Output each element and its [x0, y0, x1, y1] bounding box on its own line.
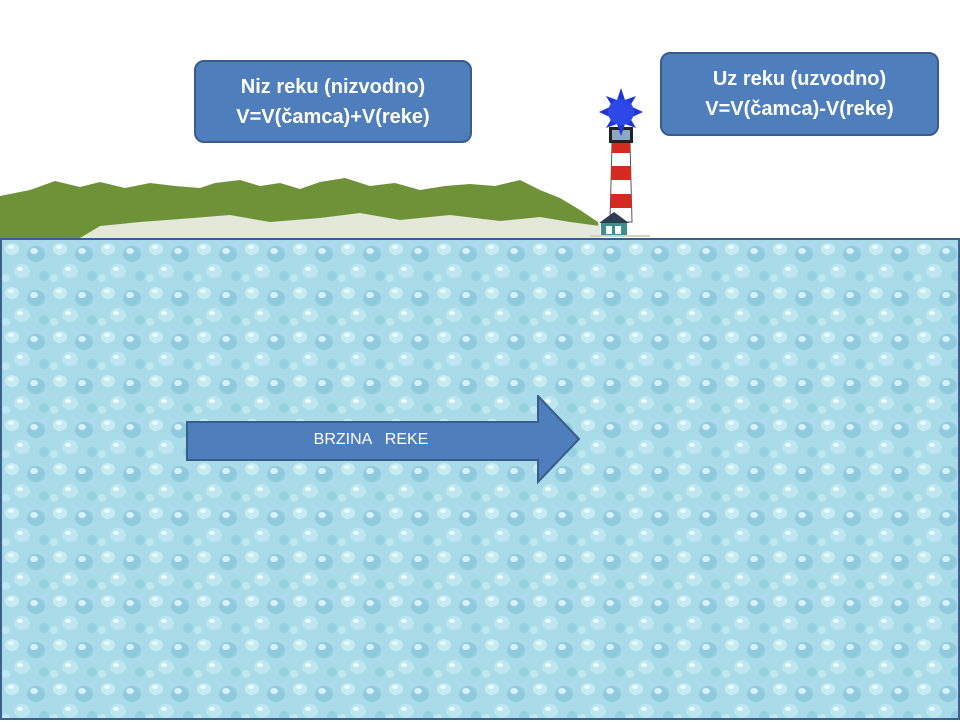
upstream-title: Uz reku (uzvodno) [712, 68, 887, 90]
upstream-label-box: Uz reku (uzvodno) V=V(čamca)-V(reke) [660, 52, 939, 136]
hills-icon [0, 178, 600, 238]
river-water [0, 238, 960, 720]
downstream-title: Niz reku (nizvodno) [240, 75, 426, 98]
lighthouse-icon [609, 127, 633, 223]
river-speed-label: BRZINA REKE [313, 431, 429, 448]
water-drops-texture [2, 240, 958, 718]
river-current-arrow [186, 395, 581, 485]
upstream-formula: V=V(čamca)-V(reke) [705, 98, 894, 120]
house-icon [599, 212, 629, 236]
downstream-label-box: Niz reku (nizvodno) V=V(čamca)+V(reke) [194, 60, 472, 143]
light-burst-icon [599, 88, 643, 136]
downstream-formula: V=V(čamca)+V(reke) [236, 105, 430, 128]
